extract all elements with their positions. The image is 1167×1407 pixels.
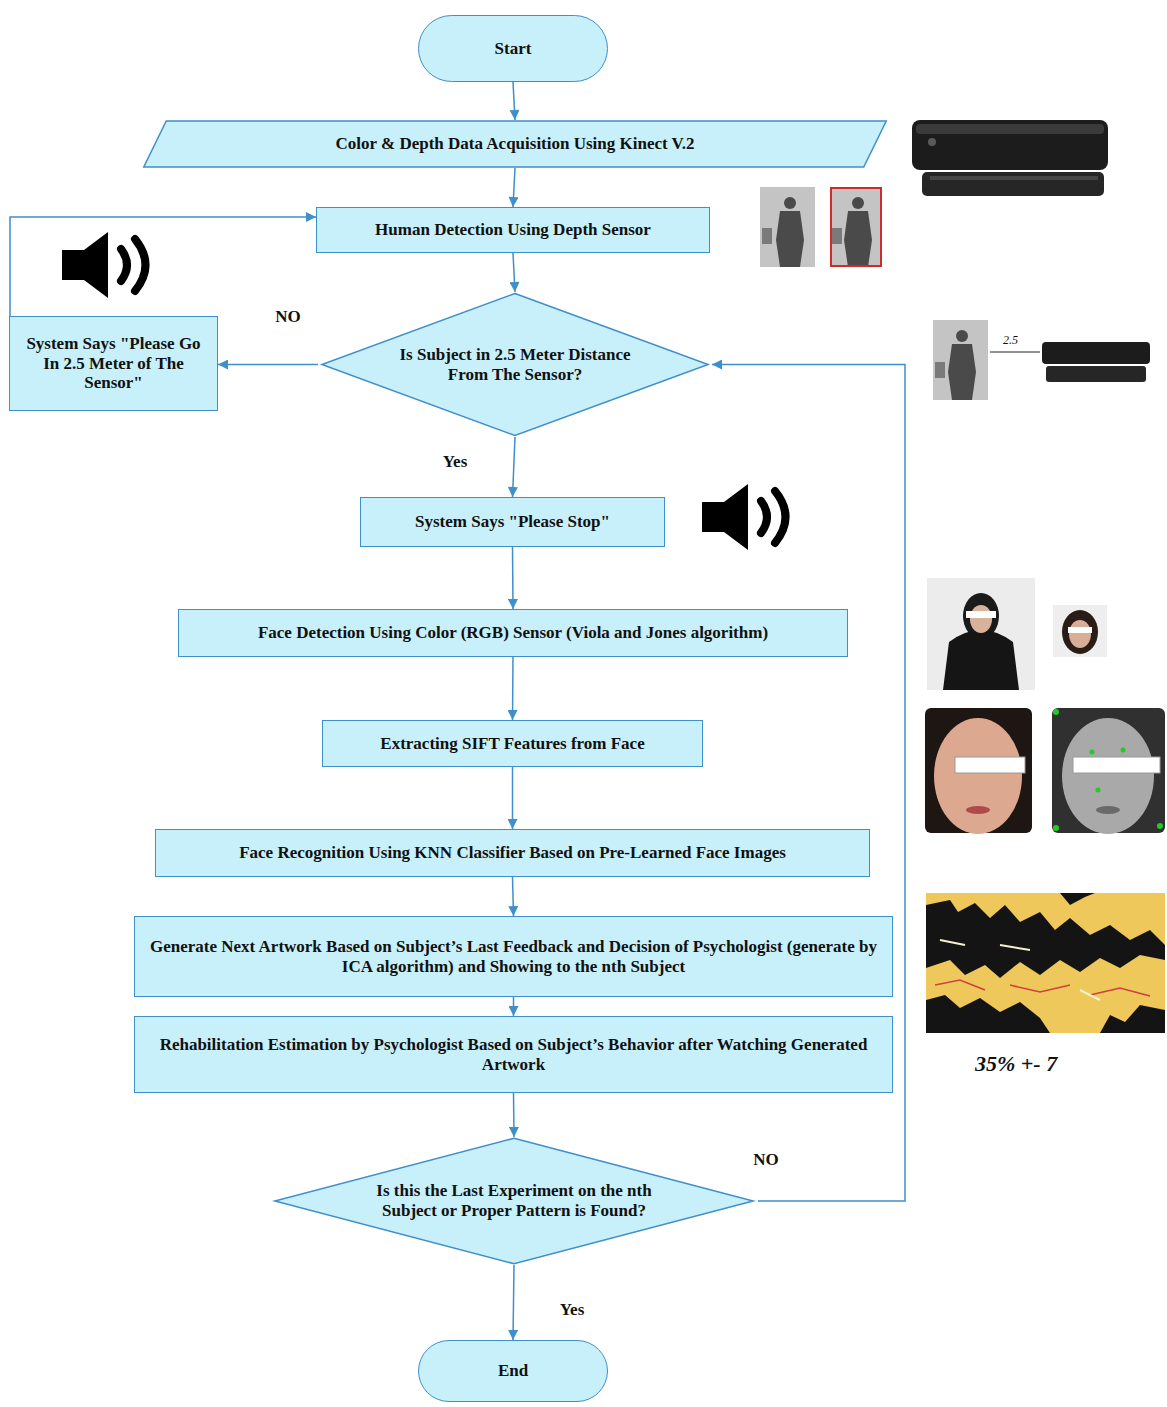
process-box: System Says "Please Go In 2.5 Meter of T… <box>9 316 218 411</box>
speaker-icon <box>702 484 786 550</box>
flow-arrow <box>512 547 514 609</box>
shape-fill <box>275 1138 753 1263</box>
distance-line <box>990 352 1040 353</box>
score-label: 35% +- 7 <box>975 1052 1057 1076</box>
flow-arrow <box>513 1265 514 1340</box>
text-block: Generate Next Artwork Based on Subject’s… <box>144 937 883 976</box>
edge-label: NO <box>272 307 304 327</box>
text-block: Rehabilitation Estimation by Psychologis… <box>144 1035 883 1074</box>
distance-label: 2.5 <box>1003 334 1018 347</box>
text-block: Face Detection Using Color (RGB) Sensor … <box>258 623 768 643</box>
text-block: Human Detection Using Depth Sensor <box>375 220 651 240</box>
edge-label: Yes <box>440 452 471 472</box>
flow-arrow <box>512 767 514 829</box>
process-box: Generate Next Artwork Based on Subject’s… <box>134 916 893 997</box>
flow-arrow <box>513 168 515 207</box>
flow-arrow <box>512 657 514 720</box>
node-text: Face Recognition Using KNN Classifier Ba… <box>239 843 786 863</box>
process-box: Face Recognition Using KNN Classifier Ba… <box>155 829 870 877</box>
process-box: Rehabilitation Estimation by Psychologis… <box>134 1016 893 1093</box>
edge-label: Yes <box>557 1300 588 1320</box>
flow-arrow <box>513 1093 515 1137</box>
depth-image-distance <box>933 320 988 400</box>
node-text: System Says "Please Go In 2.5 Meter of T… <box>19 334 208 393</box>
node-text: System Says "Please Stop" <box>415 512 610 532</box>
node-text: Start <box>495 39 532 59</box>
text-block: Face Recognition Using KNN Classifier Ba… <box>239 843 786 863</box>
face-closeup <box>925 708 1032 834</box>
process-box: Human Detection Using Depth Sensor <box>316 207 710 253</box>
node-text: Human Detection Using Depth Sensor <box>375 220 651 240</box>
decision-diamond: Is Subject in 2.5 Meter Distance From Th… <box>318 292 712 437</box>
node-text: Generate Next Artwork Based on Subject’s… <box>144 937 883 976</box>
process-box: Extracting SIFT Features from Face <box>322 720 703 767</box>
flow-arrow <box>513 82 515 120</box>
node-text: Extracting SIFT Features from Face <box>380 734 644 754</box>
depth-image-detected <box>830 187 882 267</box>
node-text: Is this the Last Experiment on the nth S… <box>358 1181 670 1220</box>
detected-face <box>1053 605 1107 657</box>
node-text: Rehabilitation Estimation by Psychologis… <box>144 1035 883 1074</box>
flow-arrow <box>218 364 318 366</box>
text-block: Start <box>495 39 532 59</box>
kinect-sensor <box>912 120 1108 196</box>
generated-artwork <box>926 893 1165 1033</box>
text-block: System Says "Please Stop" <box>415 512 610 532</box>
text-block: System Says "Please Go In 2.5 Meter of T… <box>19 334 208 393</box>
decision-diamond: Is this the Last Experiment on the nth S… <box>270 1137 758 1265</box>
node-text: Is Subject in 2.5 Meter Distance From Th… <box>389 345 641 384</box>
terminal-shape: Start <box>418 15 608 82</box>
flow-arrow <box>10 217 316 316</box>
edge-label: NO <box>750 1150 782 1170</box>
speaker-icon <box>62 232 146 298</box>
flow-arrow <box>513 437 516 497</box>
sift-features <box>1052 708 1165 834</box>
input-parallelogram: Color & Depth Data Acquisition Using Kin… <box>140 120 890 168</box>
flow-arrow <box>513 253 515 292</box>
subject-photo <box>927 578 1035 690</box>
text-block: Is Subject in 2.5 Meter Distance From Th… <box>389 345 641 384</box>
text-block: Is this the Last Experiment on the nth S… <box>358 1181 670 1220</box>
shape-fill <box>144 121 887 167</box>
text-block: Extracting SIFT Features from Face <box>380 734 644 754</box>
flow-arrow <box>513 877 514 916</box>
shape-fill <box>322 293 708 435</box>
node-text: End <box>498 1361 528 1381</box>
flow-arrow <box>513 997 515 1016</box>
node-text: Color & Depth Data Acquisition Using Kin… <box>336 134 695 154</box>
process-box: Face Detection Using Color (RGB) Sensor … <box>178 609 848 657</box>
depth-image <box>760 187 815 267</box>
kinect-sensor-small <box>1042 342 1150 382</box>
node-text: Face Detection Using Color (RGB) Sensor … <box>258 623 768 643</box>
terminal-shape: End <box>418 1340 608 1402</box>
process-box: System Says "Please Stop" <box>360 497 665 547</box>
text-block: End <box>498 1361 528 1381</box>
text-block: Color & Depth Data Acquisition Using Kin… <box>336 134 695 154</box>
